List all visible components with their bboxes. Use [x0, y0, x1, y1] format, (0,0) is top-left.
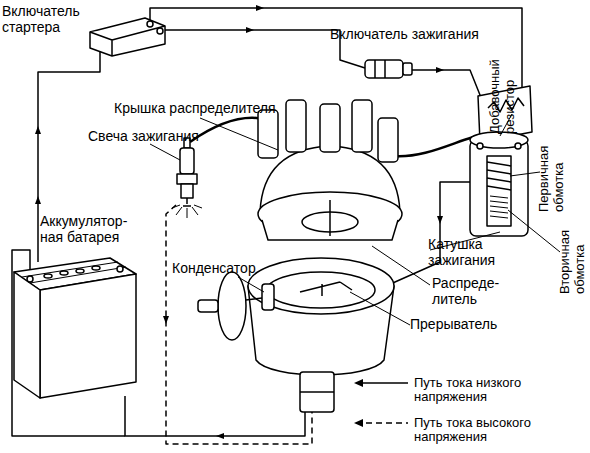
cap-tower: [352, 100, 372, 152]
distributor-cap: [258, 100, 402, 240]
part-label: Включатель стартера: [2, 3, 94, 35]
battery-terminal: [117, 266, 123, 272]
shaft-gear: [300, 391, 334, 393]
terminal: [515, 143, 521, 149]
cell-cap: [44, 274, 52, 278]
plug-insulator: [180, 148, 194, 174]
legend-line: [356, 422, 408, 424]
vacuum-unit: [218, 272, 246, 340]
spark-symbol: [172, 205, 202, 218]
cap-tower: [258, 110, 278, 158]
cell-cap: [92, 266, 100, 270]
current-arrow: [256, 5, 264, 11]
legend-item: Путь тока высокого напряжения: [352, 416, 584, 444]
coil-cutaway: [487, 156, 511, 226]
part-label: Распреде- литель: [432, 275, 514, 307]
wire: [125, 396, 305, 436]
current-arrow: [246, 27, 254, 33]
part-label: Вторичная обмотка: [557, 210, 587, 294]
part-label: Свеча зажигания: [88, 128, 199, 144]
current-arrow: [35, 196, 41, 204]
condenser: [262, 284, 274, 310]
part-label: Катушка зажигания: [428, 236, 510, 268]
switch-barrel: [365, 60, 403, 78]
breaker-plate: [267, 272, 375, 308]
part-label: Крышка распределителя: [114, 100, 276, 116]
battery: [14, 258, 136, 398]
cell-dividers: [22, 262, 126, 283]
leader-line: [510, 172, 540, 176]
current-arrow: [163, 316, 169, 324]
legend-swatch: [352, 376, 410, 390]
plug-thread: [181, 184, 193, 198]
wire: [386, 182, 476, 286]
leader-lines: [150, 114, 560, 325]
current-arrow: [437, 216, 443, 224]
terminal: [157, 28, 163, 34]
cap-tower: [378, 118, 398, 162]
leader-line: [508, 210, 560, 252]
legend-text: Путь тока низкого напряжения: [414, 376, 584, 404]
current-arrow: [216, 433, 224, 439]
shaft: [300, 372, 334, 412]
part-label: Прерыватель: [410, 316, 497, 332]
vacuum-link: [246, 298, 262, 300]
cell-cap: [76, 269, 84, 273]
primary-winding: [487, 162, 511, 190]
terminal: [147, 21, 153, 27]
cap-tower: [320, 104, 340, 152]
legend-item: Путь тока низкого напряжения: [352, 376, 584, 404]
cell-cap: [60, 271, 68, 275]
leader-line: [238, 277, 264, 292]
battery-side: [14, 272, 40, 398]
ignition-switch: [365, 60, 412, 78]
switch-key: [403, 63, 412, 75]
body-top: [248, 258, 394, 314]
starter-switch: [90, 18, 165, 56]
part-label: Добавочный резистор: [487, 42, 517, 134]
switch-body: [90, 18, 165, 56]
leader-line: [200, 118, 278, 150]
current-arrow: [35, 126, 41, 134]
secondary-winding: [490, 196, 508, 218]
legend-text: Путь тока высокого напряжения: [414, 416, 584, 444]
coil-body: [470, 140, 528, 236]
leader-line: [150, 144, 180, 160]
legend-swatch: [352, 416, 410, 430]
wire: [150, 8, 522, 92]
part-label: Конденсатор: [172, 260, 256, 276]
rotor-arm: [329, 200, 331, 236]
wire: [411, 70, 482, 100]
vacuum-nipple: [198, 300, 218, 312]
distributor-body: [198, 258, 394, 412]
part-label: Включатель зажигания: [330, 26, 479, 42]
terminal: [477, 143, 483, 149]
low-voltage-wires: [12, 8, 522, 436]
part-label: Первичная обмотка: [536, 128, 566, 212]
leader-line: [372, 246, 430, 285]
plug-electrode: [183, 198, 191, 206]
current-arrows: [35, 5, 444, 439]
breaker-contacts: [300, 282, 352, 296]
legend-line: [356, 382, 408, 384]
switch-edge: [90, 26, 165, 56]
leader-line: [350, 292, 410, 325]
switch-ring: [375, 60, 385, 78]
legend-arrowhead: [354, 419, 363, 427]
cap-tower: [286, 100, 306, 152]
current-arrow: [436, 67, 444, 73]
part-label: Аккумулятор- ная батарея: [40, 213, 152, 245]
coil-top: [470, 132, 528, 148]
battery-front: [40, 274, 136, 398]
legend-arrowhead: [354, 379, 363, 387]
battery-terminal: [27, 276, 33, 282]
plug-nut: [177, 174, 197, 184]
spark-plug: [172, 138, 202, 218]
